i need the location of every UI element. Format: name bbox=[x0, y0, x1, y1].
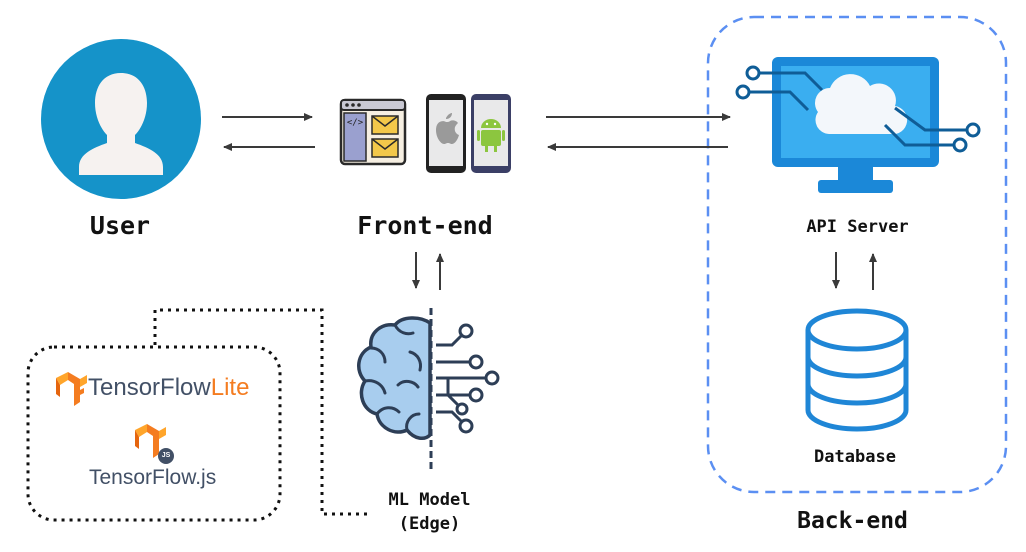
tfjs-suffix: .js bbox=[195, 466, 217, 489]
ml-model-label: ML Model bbox=[388, 490, 471, 510]
tfjs-wordmark: TensorFlow.js bbox=[89, 466, 216, 490]
tensorflow-js-logo-icon bbox=[135, 424, 174, 464]
tflite-wordmark: TensorFlowLite bbox=[88, 374, 249, 402]
ml-model-sublabel: (Edge) bbox=[398, 514, 461, 534]
user-label: User bbox=[89, 211, 151, 240]
user-avatar-icon bbox=[41, 39, 201, 199]
backend-group-border bbox=[706, 15, 1008, 494]
frontend-label: Front-end bbox=[357, 211, 493, 240]
cloud-monitor-icon bbox=[735, 57, 981, 193]
tfjs-name: TensorFlow bbox=[89, 466, 196, 489]
tflite-suffix: Lite bbox=[210, 374, 250, 401]
ai-brain-circuit-icon bbox=[357, 308, 500, 470]
iphone-apple-icon bbox=[426, 94, 466, 173]
api-server-label: API Server bbox=[806, 217, 909, 237]
web-browser-icon: </> bbox=[339, 98, 407, 166]
android-phone-icon bbox=[471, 94, 511, 173]
tflite-name: TensorFlow bbox=[88, 374, 211, 401]
database-cylinder-icon bbox=[805, 308, 909, 432]
database-label: Database bbox=[814, 447, 896, 467]
svg-text:</>: </> bbox=[347, 118, 364, 128]
framework-connector bbox=[153, 308, 372, 516]
backend-label: Back-end bbox=[797, 508, 908, 534]
tensorflow-logo-icon bbox=[56, 372, 87, 406]
tfjs-badge: JS bbox=[161, 452, 171, 459]
